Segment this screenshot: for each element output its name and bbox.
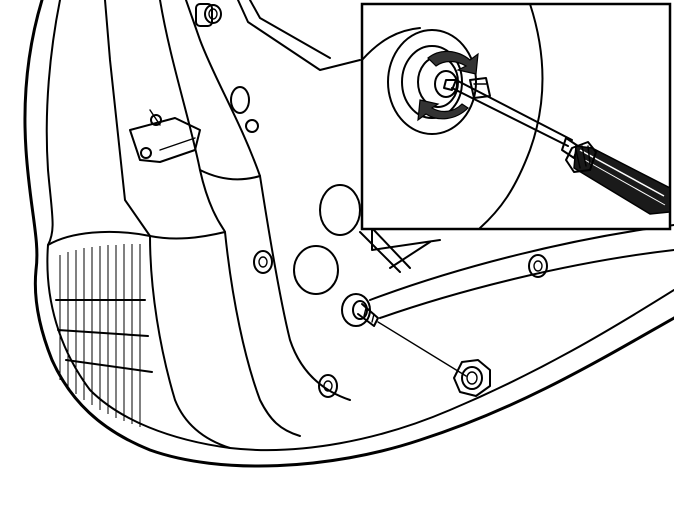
screw-boss-left xyxy=(253,250,273,274)
nut-icon xyxy=(453,359,491,397)
top-clip xyxy=(195,3,222,27)
screwdriver-icon xyxy=(443,79,671,215)
screw-boss-right xyxy=(528,254,548,278)
detail-inset xyxy=(360,2,672,251)
rotation-arrow-icon xyxy=(417,50,479,122)
alignment-line xyxy=(377,321,467,377)
door-panel-outline xyxy=(23,0,674,468)
clip-tab xyxy=(469,77,491,99)
screw-boss-bottom xyxy=(318,374,338,398)
lower-pocket-hatching xyxy=(55,244,153,427)
bolt-icon xyxy=(341,293,379,327)
